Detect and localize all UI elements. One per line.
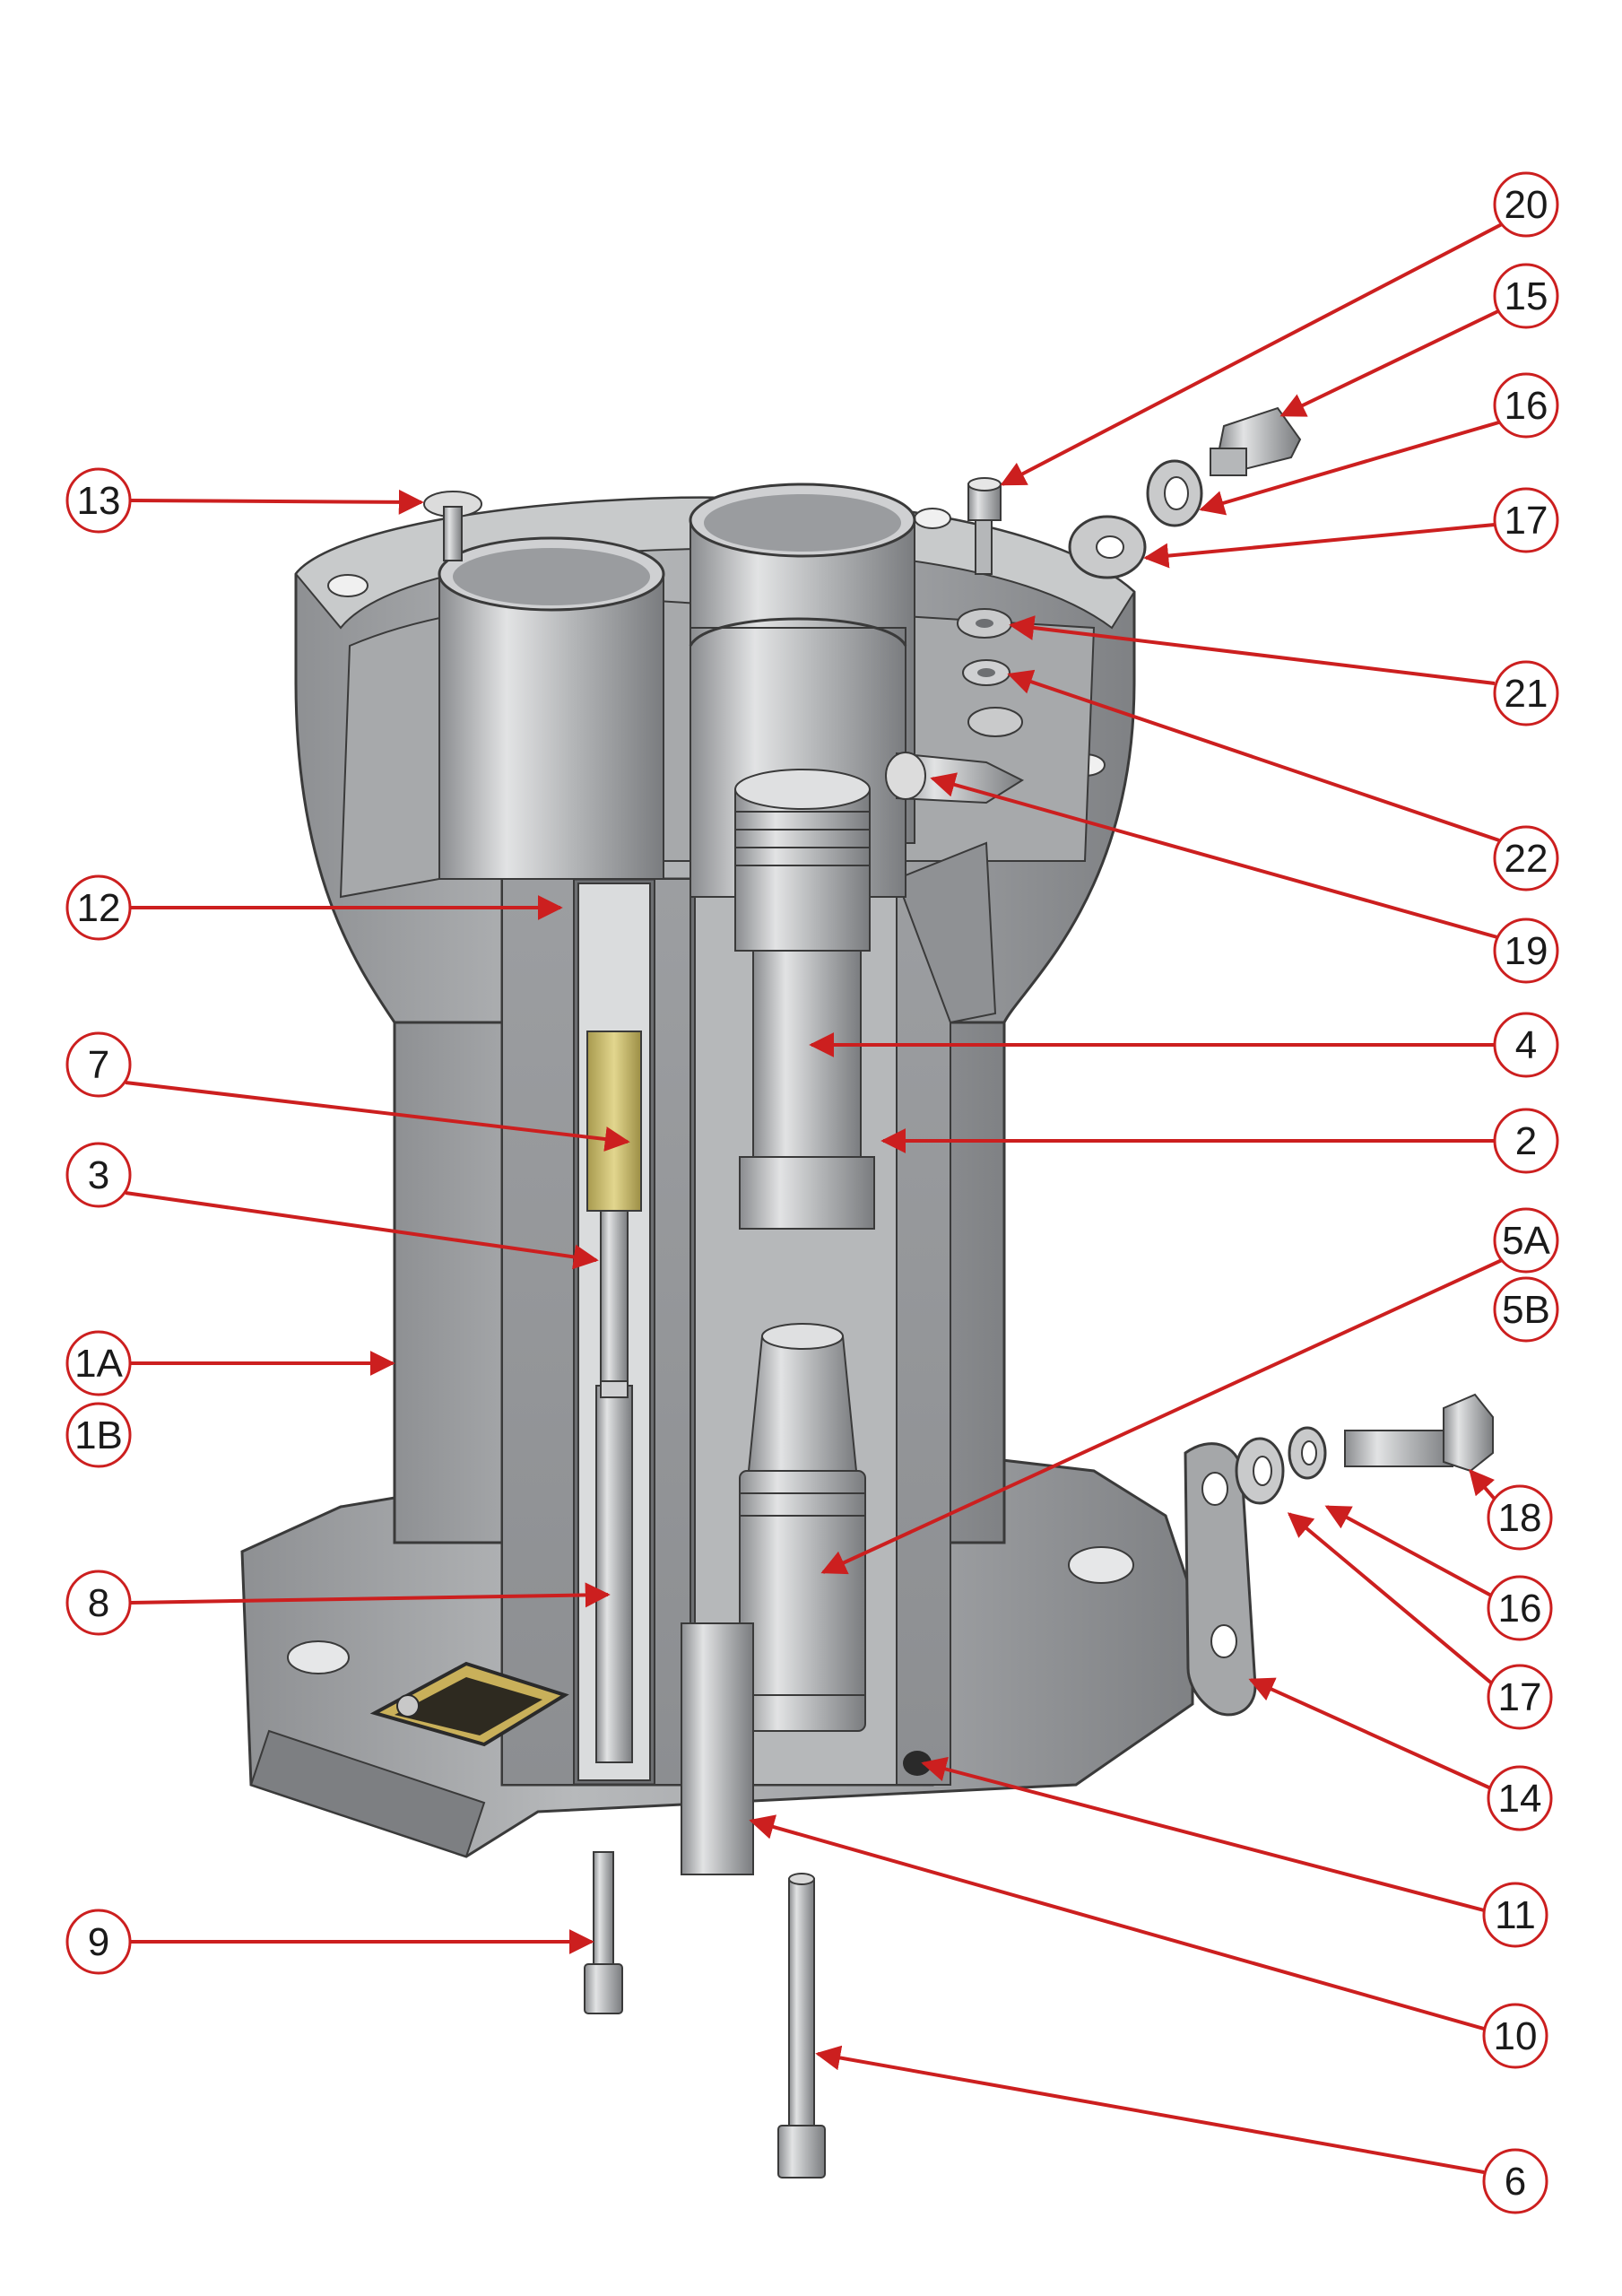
callout-18: 18 xyxy=(1487,1484,1553,1551)
callout-9: 9 xyxy=(65,1909,132,1975)
leader-11 xyxy=(921,1756,1485,1912)
svg-text:11: 11 xyxy=(1495,1893,1536,1937)
svg-text:4: 4 xyxy=(1515,1023,1537,1067)
svg-text:16: 16 xyxy=(1505,384,1548,428)
nameplate xyxy=(369,1661,569,1747)
callout-2: 2 xyxy=(1493,1108,1559,1174)
leader-13 xyxy=(130,489,424,515)
leader-17-top xyxy=(1143,523,1496,569)
callout-22: 22 xyxy=(1493,825,1559,891)
callout-21: 21 xyxy=(1493,660,1559,726)
svg-text:3: 3 xyxy=(88,1153,109,1197)
callout-1b: 1B xyxy=(65,1402,132,1468)
leader-18 xyxy=(1469,1468,1499,1504)
callout-3: 3 xyxy=(65,1142,132,1208)
top-hardware xyxy=(423,406,1302,804)
leader-22 xyxy=(1007,669,1500,842)
leader-19 xyxy=(930,772,1498,939)
leader-5a xyxy=(820,1258,1503,1575)
leader-16-side xyxy=(1324,1505,1494,1598)
callout-5b: 5B xyxy=(1493,1276,1559,1343)
svg-text:1A: 1A xyxy=(74,1342,123,1386)
callout-10: 10 xyxy=(1482,2003,1548,2069)
svg-text:19: 19 xyxy=(1505,929,1548,973)
svg-text:17: 17 xyxy=(1505,499,1548,543)
callout-12: 12 xyxy=(65,874,132,941)
svg-text:17: 17 xyxy=(1498,1675,1542,1719)
svg-text:18: 18 xyxy=(1498,1496,1542,1540)
side-hardware xyxy=(1184,1393,1494,1717)
svg-text:22: 22 xyxy=(1505,837,1548,881)
bottom-screws xyxy=(584,1851,826,2179)
svg-text:6: 6 xyxy=(1505,2160,1526,2204)
svg-text:9: 9 xyxy=(88,1920,109,1964)
svg-text:12: 12 xyxy=(77,886,121,930)
callout-16-side: 16 xyxy=(1487,1575,1553,1641)
callout-4: 4 xyxy=(1493,1012,1559,1078)
svg-text:15: 15 xyxy=(1505,274,1548,318)
leader-6 xyxy=(815,2045,1485,2174)
inner-parts xyxy=(586,769,932,1875)
callout-6: 6 xyxy=(1482,2148,1548,2214)
svg-text:7: 7 xyxy=(88,1043,109,1087)
callout-1a: 1A xyxy=(65,1330,132,1396)
svg-text:16: 16 xyxy=(1498,1587,1542,1631)
leader-7 xyxy=(125,1081,630,1152)
callout-15: 15 xyxy=(1493,263,1559,329)
svg-text:10: 10 xyxy=(1494,2014,1538,2058)
svg-text:8: 8 xyxy=(88,1581,109,1625)
leader-10 xyxy=(749,1814,1485,2031)
leader-21 xyxy=(1009,615,1496,685)
leader-17-side xyxy=(1287,1512,1495,1686)
callout-20: 20 xyxy=(1493,171,1559,238)
callout-19: 19 xyxy=(1493,918,1559,984)
leader-3 xyxy=(125,1191,599,1270)
leader-8 xyxy=(130,1582,611,1608)
svg-text:14: 14 xyxy=(1498,1777,1542,1821)
leader-15 xyxy=(1279,308,1503,417)
callout-11: 11 xyxy=(1482,1882,1548,1948)
callout-7: 7 xyxy=(65,1031,132,1098)
leader-16-top xyxy=(1199,420,1503,516)
svg-text:5B: 5B xyxy=(1502,1288,1550,1332)
callout-8: 8 xyxy=(65,1570,132,1636)
svg-text:20: 20 xyxy=(1505,183,1548,227)
svg-text:13: 13 xyxy=(77,479,121,523)
svg-text:1B: 1B xyxy=(74,1413,123,1457)
callout-14: 14 xyxy=(1487,1765,1553,1831)
callout-16-top: 16 xyxy=(1493,372,1559,439)
svg-text:2: 2 xyxy=(1515,1119,1537,1163)
svg-text:21: 21 xyxy=(1505,672,1548,716)
callout-17-top: 17 xyxy=(1493,487,1559,553)
callout-13: 13 xyxy=(65,467,132,534)
callout-17-side: 17 xyxy=(1487,1664,1553,1730)
svg-text:5A: 5A xyxy=(1502,1219,1550,1263)
leader-14 xyxy=(1248,1677,1494,1791)
leader-lines xyxy=(125,222,1503,2174)
callout-5a: 5A xyxy=(1493,1207,1559,1274)
leader-20 xyxy=(1000,222,1503,486)
